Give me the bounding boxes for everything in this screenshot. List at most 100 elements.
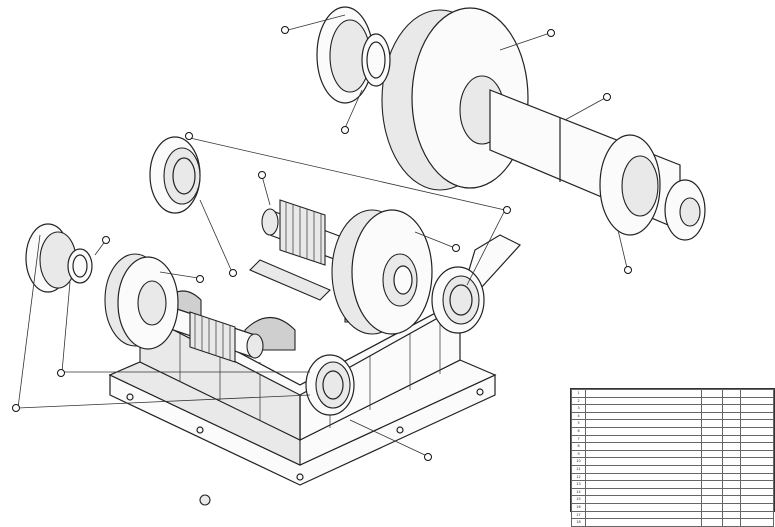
parts-list-cell-name <box>585 404 702 413</box>
parts-list-cell-code <box>740 419 774 428</box>
parts-list-row: 15 <box>570 495 774 504</box>
output-bearing-cover <box>316 6 391 104</box>
parts-list-cell-name <box>585 434 702 444</box>
parts-list-cell-code <box>740 404 774 413</box>
parts-list-cell-code <box>740 457 774 466</box>
parts-list-row: 14 <box>570 487 774 497</box>
parts-list-cell-mat <box>722 442 742 451</box>
parts-list-cell-no: 12 <box>570 472 587 482</box>
parts-list-row: 8 <box>570 442 774 451</box>
parts-list-cell-code <box>740 411 774 421</box>
parts-list-cell-mat <box>722 411 742 421</box>
parts-list-cell-code <box>740 434 774 444</box>
parts-list-cell-qty <box>700 396 724 406</box>
parts-list-cell-no: 1 <box>570 389 587 398</box>
parts-list-cell-code <box>740 502 774 512</box>
item-balloon <box>424 453 432 461</box>
parts-list-cell-no: 4 <box>570 411 587 421</box>
parts-list-cell-mat <box>722 495 742 504</box>
parts-list-row: 2 <box>570 396 774 406</box>
parts-list-cell-no: 18 <box>570 518 587 527</box>
parts-list-cell-no: 7 <box>570 434 587 444</box>
parts-list-cell-code <box>740 472 774 482</box>
item-balloon <box>102 236 110 244</box>
parts-list-row: 13 <box>570 480 774 489</box>
parts-list-cell-code <box>740 389 774 398</box>
parts-list-cell-no: 9 <box>570 449 587 459</box>
parts-list-cell-no: 11 <box>570 464 587 474</box>
parts-list-cell-code <box>740 426 774 436</box>
parts-list-row: 18 <box>570 518 774 527</box>
parts-list-cell-code <box>740 487 774 497</box>
parts-list-cell-code <box>740 518 774 527</box>
parts-list-cell-name <box>585 419 702 428</box>
input-bearing-cover <box>25 223 93 293</box>
bearing-cover-lower <box>305 354 355 416</box>
parts-list-cell-name <box>585 449 702 459</box>
item-balloon <box>185 132 193 140</box>
item-balloon <box>258 171 266 179</box>
parts-list-row: 3 <box>570 404 774 413</box>
item-balloon <box>452 244 460 252</box>
parts-list-cell-no: 8 <box>570 442 587 451</box>
parts-list-cell-code <box>740 396 774 406</box>
leader-lines <box>17 14 628 457</box>
parts-list-cell-qty <box>700 404 724 413</box>
item-balloons <box>12 26 632 461</box>
parts-list-cell-qty <box>700 495 724 504</box>
parts-list-cell-name <box>585 518 702 527</box>
parts-list-row: 12 <box>570 472 774 482</box>
parts-list-cell-name <box>585 457 702 466</box>
parts-list-cell-qty <box>700 518 724 527</box>
item-balloon <box>503 206 511 214</box>
parts-list-cell-code <box>740 464 774 474</box>
parts-list-cell-no: 6 <box>570 426 587 436</box>
parts-list-cell-mat <box>722 518 742 527</box>
parts-list-row: 9 <box>570 449 774 459</box>
parts-list-cell-no: 5 <box>570 419 587 428</box>
parts-list-row: 4 <box>570 411 774 421</box>
parts-list-cell-no: 15 <box>570 495 587 504</box>
parts-list-cell-qty <box>700 411 724 421</box>
parts-list-cell-mat <box>722 457 742 466</box>
parts-list-cell-mat <box>722 472 742 482</box>
parts-list-cell-code <box>740 495 774 504</box>
parts-list-cell-qty <box>700 419 724 428</box>
item-balloon <box>229 269 237 277</box>
parts-list-row: 5 <box>570 419 774 428</box>
bearing-cover-right <box>431 266 485 334</box>
input-shaft-assembly <box>104 253 264 363</box>
parts-list-row: 16 <box>570 502 774 512</box>
parts-list-cell-qty <box>700 487 724 497</box>
parts-list-cell-qty <box>700 464 724 474</box>
parts-list-cell-qty <box>700 480 724 489</box>
item-balloon <box>12 404 20 412</box>
parts-list-cell-mat <box>722 396 742 406</box>
parts-list-cell-qty <box>700 389 724 398</box>
parts-list-cell-qty <box>700 449 724 459</box>
parts-list-cell-name <box>585 426 702 436</box>
output-shaft-assembly <box>381 7 706 241</box>
parts-list-cell-name <box>585 480 702 489</box>
parts-list-row: 6 <box>570 426 774 436</box>
parts-list-cell-qty <box>700 442 724 451</box>
parts-list-cell-name <box>585 411 702 421</box>
item-balloon <box>196 275 204 283</box>
parts-list-cell-mat <box>722 464 742 474</box>
parts-list-cell-qty <box>700 472 724 482</box>
parts-list-cell-name <box>585 442 702 451</box>
parts-list-cell-name <box>585 487 702 497</box>
parts-list-cell-name <box>585 464 702 474</box>
parts-list-cell-mat <box>722 449 742 459</box>
parts-list-cell-code <box>740 442 774 451</box>
item-balloon <box>281 26 289 34</box>
parts-list-row: 10 <box>570 457 774 466</box>
intermediate-bearing-cover <box>149 136 201 214</box>
item-balloon <box>341 126 349 134</box>
intermediate-shaft-assembly <box>261 199 433 335</box>
parts-list-cell-qty <box>700 502 724 512</box>
parts-list-cell-no: 16 <box>570 502 587 512</box>
parts-list-cell-qty <box>700 457 724 466</box>
